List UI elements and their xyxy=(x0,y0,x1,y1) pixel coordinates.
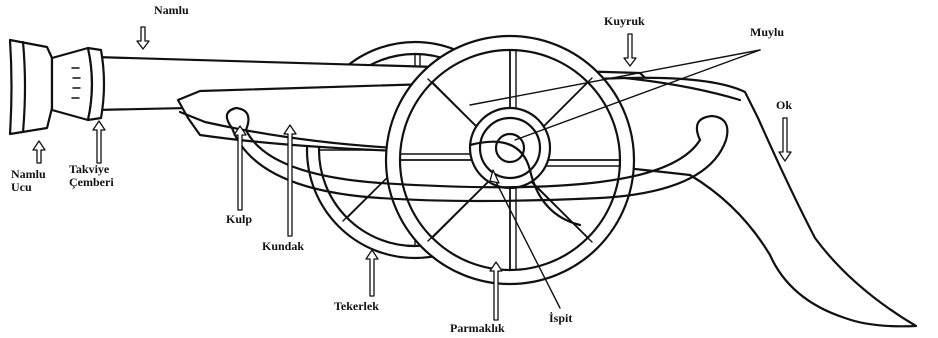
label-takviye-line2: Çemberi xyxy=(69,176,114,189)
label-kulp: Kulp xyxy=(226,213,252,226)
label-namlu-ucu-line2: Ucu xyxy=(11,181,46,194)
label-ok: Ok xyxy=(776,99,792,112)
label-namlu: Namlu xyxy=(154,4,189,17)
label-muylu: Muylu xyxy=(750,26,784,39)
label-kuyruk: Kuyruk xyxy=(604,15,645,28)
label-namlu-ucu: Namlu Ucu xyxy=(11,168,46,194)
label-parmaklik: Parmaklık xyxy=(450,322,505,335)
label-takviye-cemberi: Takviye Çemberi xyxy=(69,163,114,189)
label-kundak: Kundak xyxy=(262,240,304,253)
front-wheel xyxy=(386,36,634,284)
label-tekerlek: Tekerlek xyxy=(334,300,379,313)
label-ispit: İspit xyxy=(549,312,572,325)
